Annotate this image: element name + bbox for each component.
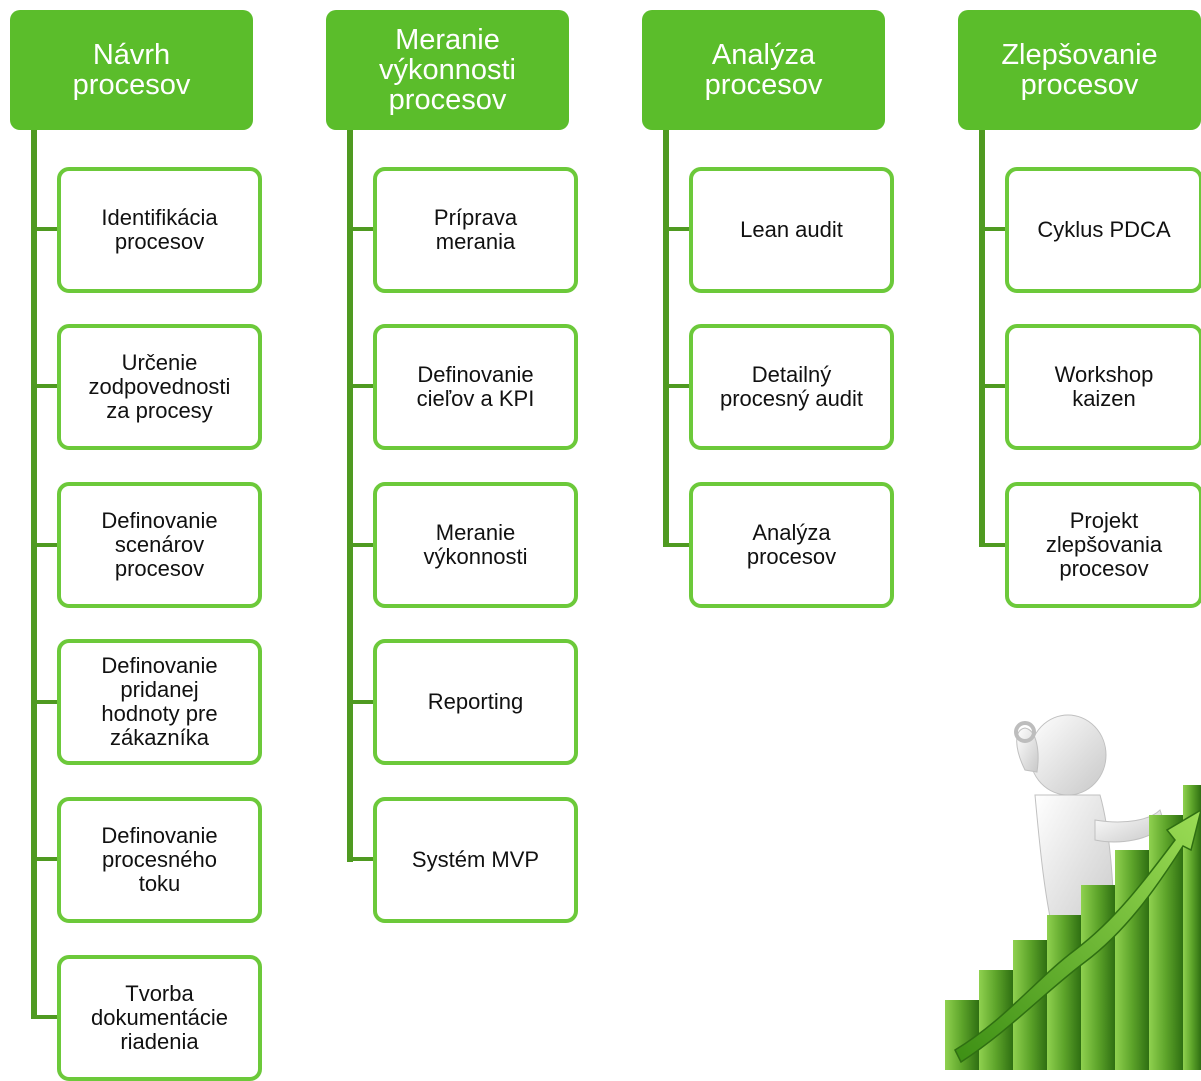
process-box-label: Tvorba dokumentácie riadenia [91,981,228,1054]
process-box-label: Definovanie cieľov a KPI [416,362,535,411]
connector-horizontal [31,384,57,388]
column-header-analyza-procesov: Analýza procesov [642,10,885,130]
person-with-growth-chart-illustration [945,714,1201,1070]
connector-vertical [31,130,37,769]
connector-horizontal [31,700,57,704]
column-header-label: Zlepšovanie procesov [1001,39,1158,101]
column-header-label: Návrh procesov [72,39,191,101]
process-box: Určenie zodpovednosti za procesy [57,324,262,450]
column-header-label: Meranie výkonnosti procesov [378,24,516,116]
process-box: Cyklus PDCA [1005,167,1201,293]
process-box: Definovanie scenárov procesov [57,482,262,608]
connector-vertical [979,130,985,547]
column-header-meranie-vykonnosti: Meranie výkonnosti procesov [326,10,569,130]
process-box-label: Detailný procesný audit [719,362,864,411]
connector-horizontal [347,227,373,231]
connector-horizontal [663,543,689,547]
process-box: Identifikácia procesov [57,167,262,293]
process-box-label: Príprava merania [433,205,518,254]
process-box: Tvorba dokumentácie riadenia [57,955,262,1081]
process-box-label: Definovanie scenárov procesov [101,508,218,581]
process-box: Workshop kaizen [1005,324,1201,450]
connector-horizontal [31,543,57,547]
column-header-label: Analýza procesov [704,39,823,101]
process-box-label: Projekt zlepšovania procesov [1045,508,1163,581]
process-box-label: Analýza procesov [746,520,837,569]
connector-horizontal [31,1015,57,1019]
process-box-label: Definovanie procesného toku [101,823,218,896]
process-box-label: Definovanie pridanej hodnoty pre zákazní… [101,653,218,750]
process-box-label: Workshop kaizen [1054,362,1154,411]
process-box: Reporting [373,639,578,765]
process-box-label: Identifikácia procesov [101,205,218,254]
process-box-label: Určenie zodpovednosti za procesy [88,350,231,423]
connector-horizontal [347,543,373,547]
connector-horizontal [347,700,373,704]
process-box-label: Meranie výkonnosti [423,520,528,569]
process-box: Projekt zlepšovania procesov [1005,482,1201,608]
connector-horizontal [663,384,689,388]
connector-horizontal [979,384,1005,388]
connector-vertical [31,769,37,1019]
column-header-navrh-procesov: Návrh procesov [10,10,253,130]
connector-horizontal [31,857,57,861]
process-box-label: Cyklus PDCA [1037,217,1171,242]
process-box: Meranie výkonnosti [373,482,578,608]
process-box-label: Reporting [427,689,524,714]
column-header-zlepsovanie-procesov: Zlepšovanie procesov [958,10,1201,130]
connector-horizontal [31,227,57,231]
process-box: Definovanie procesného toku [57,797,262,923]
connector-horizontal [979,227,1005,231]
process-box: Príprava merania [373,167,578,293]
process-box: Definovanie cieľov a KPI [373,324,578,450]
connector-vertical [347,130,353,862]
process-box: Systém MVP [373,797,578,923]
process-box: Lean audit [689,167,894,293]
process-box: Definovanie pridanej hodnoty pre zákazní… [57,639,262,765]
connector-vertical [663,130,669,547]
process-box-label: Systém MVP [411,847,540,872]
connector-horizontal [347,857,373,861]
connector-horizontal [979,543,1005,547]
process-box: Analýza procesov [689,482,894,608]
process-box: Detailný procesný audit [689,324,894,450]
connector-horizontal [663,227,689,231]
process-box-label: Lean audit [740,217,843,242]
connector-horizontal [347,384,373,388]
